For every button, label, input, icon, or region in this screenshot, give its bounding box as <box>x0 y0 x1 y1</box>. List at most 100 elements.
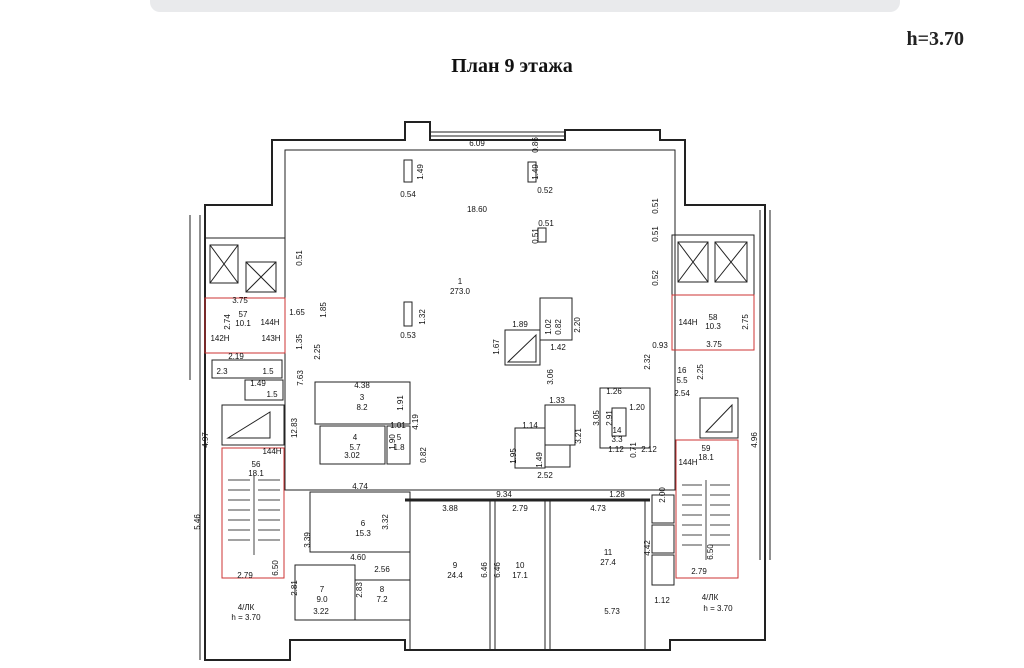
room-3-area: 8.2 <box>356 403 368 412</box>
room-9-area: 24.4 <box>447 571 463 580</box>
dimension: 1.91 <box>396 395 405 411</box>
dimension: 3.32 <box>381 514 390 530</box>
dimension: 2.75 <box>741 314 750 330</box>
room-10-area: 17.1 <box>512 571 528 580</box>
room-56-num: 56 <box>252 460 261 469</box>
dimension: 3.75 <box>232 296 248 305</box>
dimension: 0.54 <box>400 190 416 199</box>
plan-title: План 9 этажа <box>451 55 573 77</box>
room-59-area: 18.1 <box>698 453 714 462</box>
room-56-area: 18.1 <box>248 469 264 478</box>
dimension: 0.51 <box>651 226 660 242</box>
dimension: 2.3 <box>216 367 228 376</box>
room-58-area: 10.3 <box>705 322 721 331</box>
room-5-area: 1.8 <box>393 443 405 452</box>
dimension: 2.20 <box>573 317 582 333</box>
dimension: 1.49 <box>416 164 425 180</box>
dimension: 2.74 <box>223 314 232 330</box>
dimension: 3.75 <box>706 340 722 349</box>
code-144h: 144Н <box>678 318 697 327</box>
room-5-num: 5 <box>397 433 402 442</box>
dimension: 2.56 <box>374 565 390 574</box>
dimension: 6.09 <box>469 139 485 148</box>
dimension: 2.81 <box>290 580 299 596</box>
stair-height-right: h = 3.70 <box>703 604 733 613</box>
dimension: 0.52 <box>537 186 553 195</box>
outer-wall <box>204 121 766 661</box>
dimension: 3.06 <box>546 369 555 385</box>
ceiling-height-label: h=3.70 <box>906 28 964 50</box>
room-4-num: 4 <box>353 433 358 442</box>
dimension: 4.19 <box>411 414 420 430</box>
dimension: 0.82 <box>554 319 563 335</box>
dimension: 0.86 <box>531 137 540 153</box>
dimension: 2.79 <box>512 504 528 513</box>
dimension: 12.83 <box>290 417 299 438</box>
room-14-area: 3.3 <box>611 435 623 444</box>
room-10-num: 10 <box>516 561 525 570</box>
code-144h: 144Н <box>260 318 279 327</box>
dimension: 1.49 <box>535 452 544 468</box>
room-14-num: 14 <box>613 426 622 435</box>
stair-code-right: 4/ЛК <box>702 593 719 602</box>
dimension: 7.63 <box>296 370 305 386</box>
dimension: 1.85 <box>319 302 328 318</box>
dimension: 3.21 <box>574 428 583 444</box>
dimension: 1.95 <box>509 448 518 464</box>
dimension: 1.01 <box>390 421 406 430</box>
dimension: 2.12 <box>641 445 657 454</box>
room-3-num: 3 <box>360 393 365 402</box>
dimension: 1.35 <box>295 334 304 350</box>
dimension: 0.51 <box>531 228 540 244</box>
dimension: 1.12 <box>608 445 624 454</box>
dimension: 1.5 <box>262 367 274 376</box>
dimension: 3.88 <box>442 504 458 513</box>
code-143h: 143Н <box>261 334 280 343</box>
room-1-num: 1 <box>458 277 463 286</box>
room-11-num: 11 <box>604 548 613 557</box>
dimension: 0.51 <box>295 250 304 266</box>
room-16-area: 5.5 <box>676 376 688 385</box>
dimension: 4.60 <box>350 553 366 562</box>
dimension: 1.49 <box>250 379 266 388</box>
dimension: 1.26 <box>606 387 622 396</box>
stairwell-right <box>675 439 739 579</box>
dimension: 3.02 <box>344 451 360 460</box>
dimension: 18.60 <box>467 205 488 214</box>
dimension: 2.91 <box>605 410 614 426</box>
dimension: 0.52 <box>651 270 660 286</box>
dimension: 1.67 <box>492 339 501 355</box>
dimension: 3.22 <box>313 607 329 616</box>
code-144h: 144Н <box>678 458 697 467</box>
room-58-num: 58 <box>709 313 718 322</box>
dimension: 1.14 <box>522 421 538 430</box>
dimension: 2.83 <box>355 582 364 598</box>
dimension: 2.32 <box>643 354 652 370</box>
room-9-num: 9 <box>453 561 458 570</box>
dimension: 3.39 <box>303 532 312 548</box>
dimension: 6.46 <box>480 562 489 578</box>
dimension: 2.25 <box>696 364 705 380</box>
stair-code-left: 4/ЛК <box>238 603 255 612</box>
dimension: 4.97 <box>201 432 210 448</box>
room-3 <box>314 381 411 425</box>
dimension: 2.79 <box>691 567 707 576</box>
room-57-area: 10.1 <box>235 319 251 328</box>
dimension: 6.50 <box>271 560 280 576</box>
room-7-num: 7 <box>320 585 325 594</box>
room-59-num: 59 <box>702 444 711 453</box>
dimension: 1.32 <box>418 309 427 325</box>
room-1-area: 273.0 <box>450 287 471 296</box>
dimension: 4.73 <box>590 504 606 513</box>
dimension: 0.51 <box>651 198 660 214</box>
dimension: 3.05 <box>592 410 601 426</box>
room-8-num: 8 <box>380 585 385 594</box>
room-4 <box>319 425 386 465</box>
dimension: 1.02 <box>544 319 553 335</box>
room-11-area: 27.4 <box>600 558 616 567</box>
dimension: 0.71 <box>629 442 638 458</box>
dimension: 4.74 <box>352 482 368 491</box>
dimension: 1.49 <box>531 164 540 180</box>
code-144h: 144Н <box>262 447 281 456</box>
